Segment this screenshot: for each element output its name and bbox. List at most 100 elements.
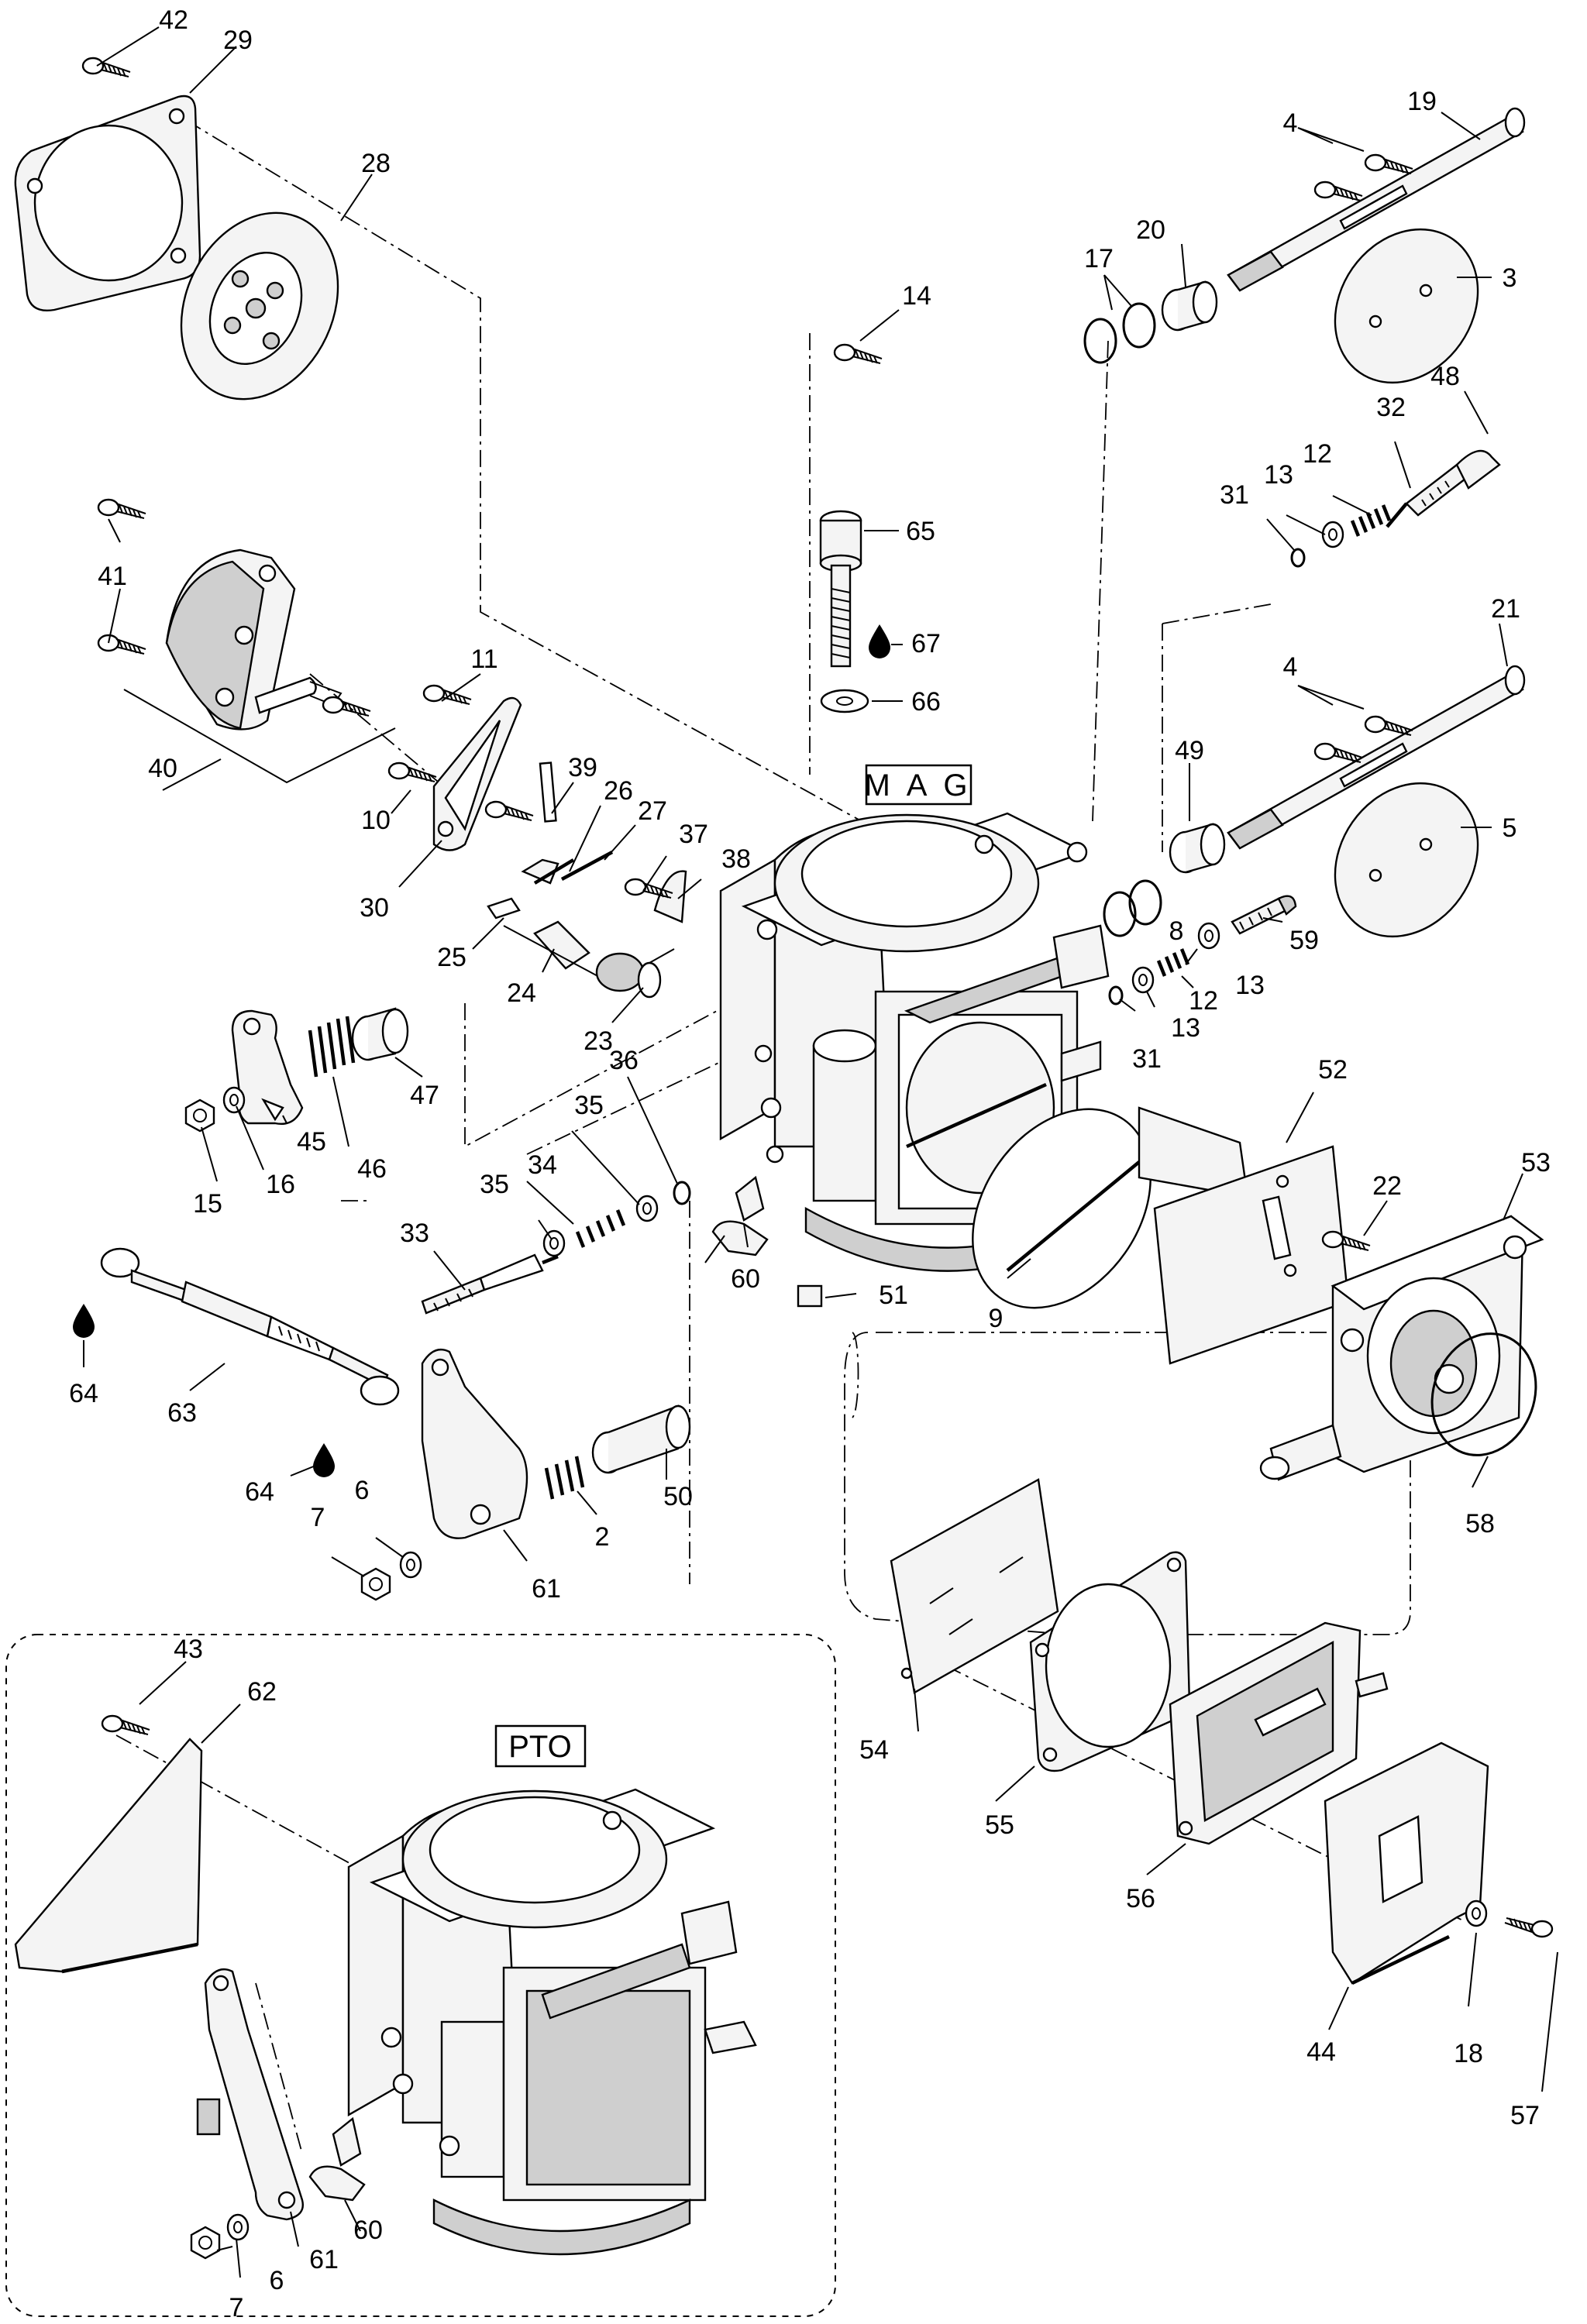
callout-numbers: 42 29 28 14 65 67 66 4 19 20 17 3 48 32 … — [69, 5, 1551, 2322]
callout-12-mid: 12 — [1189, 986, 1218, 1016]
washer-icon — [1197, 922, 1220, 950]
oil-drop-icon — [73, 1304, 95, 1338]
callout-4-mid: 4 — [1283, 652, 1298, 682]
callout-31-low: 31 — [1132, 1044, 1162, 1074]
washer-icon — [1465, 1899, 1488, 1927]
callout-16: 16 — [266, 1170, 295, 1199]
callout-63: 63 — [167, 1398, 197, 1428]
screw-icon — [422, 684, 473, 706]
leader-lines — [83, 26, 1558, 2278]
bushing-49 — [1169, 823, 1226, 874]
spring-34 — [575, 1209, 626, 1248]
nut-51 — [797, 1284, 823, 1308]
spring-46 — [308, 1016, 356, 1078]
screw-icon — [97, 634, 147, 655]
callout-30: 30 — [360, 893, 389, 923]
callout-67: 67 — [911, 629, 941, 658]
callout-32: 32 — [1376, 393, 1406, 422]
callout-45: 45 — [297, 1127, 326, 1157]
callout-64-left: 64 — [69, 1379, 98, 1408]
callout-20: 20 — [1136, 215, 1165, 245]
callout-8: 8 — [1169, 916, 1184, 946]
throttle-plate-3 — [1334, 228, 1479, 384]
callout-46: 46 — [357, 1154, 387, 1184]
bracket-62 — [14, 1738, 203, 1974]
o-ring-icon — [1290, 548, 1306, 568]
callout-35-low: 35 — [480, 1170, 509, 1199]
callout-48: 48 — [1430, 362, 1460, 391]
needle-lever-group — [487, 761, 687, 999]
callout-44: 44 — [1306, 2037, 1336, 2067]
callout-33: 33 — [400, 1219, 429, 1248]
screw-icon — [1364, 153, 1414, 175]
callout-4-top: 4 — [1283, 108, 1298, 138]
mag-label-text: M A G — [865, 768, 973, 803]
callout-13-mid: 13 — [1235, 971, 1265, 1000]
callout-61: 61 — [532, 1574, 561, 1604]
callout-14: 14 — [902, 281, 931, 311]
throttle-shaft-19 — [1227, 107, 1526, 292]
callout-53: 53 — [1521, 1148, 1551, 1177]
plate-30 — [432, 696, 522, 851]
screw-icon — [322, 696, 372, 717]
callout-55: 55 — [985, 1810, 1014, 1840]
callout-42: 42 — [159, 5, 188, 35]
callout-7-pto: 7 — [229, 2293, 244, 2322]
callout-26: 26 — [604, 776, 633, 806]
callout-40: 40 — [148, 754, 177, 783]
callout-61-pto: 61 — [309, 2245, 339, 2274]
callout-15: 15 — [193, 1189, 222, 1219]
lever-61 — [421, 1348, 528, 1539]
callout-35-top: 35 — [574, 1091, 604, 1120]
screw-icon — [81, 57, 132, 78]
callout-22: 22 — [1372, 1171, 1402, 1201]
lever-61-pto — [196, 1968, 304, 2221]
washer-icon — [1321, 521, 1344, 548]
screw-icon — [833, 343, 883, 365]
callout-66: 66 — [911, 687, 941, 717]
callout-50: 50 — [663, 1482, 693, 1511]
callout-56: 56 — [1126, 1884, 1155, 1913]
washer-icon — [635, 1195, 659, 1222]
screw-icon — [1321, 1230, 1372, 1252]
callout-57: 57 — [1510, 2101, 1540, 2130]
nut-icon — [360, 1567, 391, 1601]
washer-icon — [1131, 966, 1155, 994]
callout-31-top: 31 — [1220, 480, 1249, 510]
callout-43: 43 — [174, 1635, 203, 1664]
callout-24: 24 — [507, 978, 536, 1008]
oil-drop-icon — [313, 1443, 335, 1477]
oil-drop-icon — [869, 624, 890, 658]
o-ring-icon — [1108, 985, 1124, 1006]
screw-icon — [387, 761, 438, 783]
bushing-47 — [351, 1007, 409, 1061]
o-rings-17 — [1083, 302, 1156, 364]
callout-28: 28 — [361, 149, 391, 178]
washer-icon — [399, 1551, 422, 1579]
callout-27: 27 — [638, 796, 667, 826]
callout-2: 2 — [595, 1522, 610, 1552]
cover-40 — [123, 548, 396, 784]
washer-icon — [226, 2213, 250, 2241]
callout-51: 51 — [879, 1281, 908, 1310]
mag-label: M A G — [865, 764, 973, 806]
o-rings-8 — [1103, 879, 1162, 937]
callout-21: 21 — [1491, 594, 1520, 624]
callout-60-pto: 60 — [353, 2216, 383, 2245]
bushing-20 — [1161, 280, 1218, 332]
callout-34: 34 — [528, 1150, 557, 1180]
callout-54: 54 — [859, 1735, 889, 1765]
screw-59 — [1231, 895, 1297, 935]
callout-7: 7 — [311, 1503, 325, 1532]
callout-58: 58 — [1465, 1509, 1495, 1538]
callout-11: 11 — [470, 645, 497, 674]
diaphragm-28 — [180, 211, 339, 401]
lever-bracket-45 — [231, 1009, 304, 1125]
callout-17: 17 — [1084, 244, 1114, 273]
bracket-44 — [1324, 1741, 1489, 1985]
cover-gasket-29 — [14, 95, 201, 311]
screw-icon — [1503, 1917, 1554, 1938]
screw-icon — [101, 1714, 151, 1736]
throttle-plate-5 — [1334, 782, 1479, 938]
